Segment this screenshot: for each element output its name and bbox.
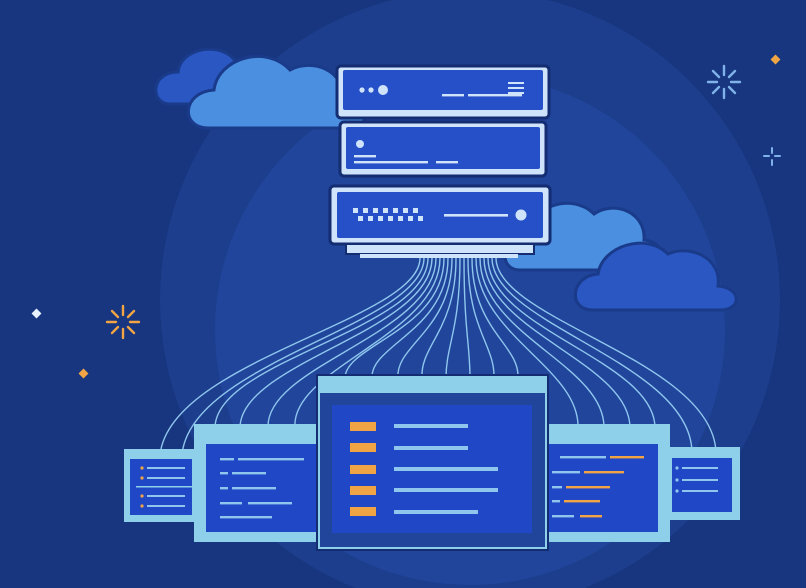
cloud-icon [154,47,367,130]
code-window-icon [666,447,740,520]
diamond-icon [770,54,781,65]
plus-sparkle-icon [763,147,781,166]
sparkle-icon [706,64,742,100]
diamond-icon [78,368,89,379]
diamond-icon [31,308,42,319]
code-window-icon [194,424,320,542]
code-window-icon [542,424,670,542]
code-window-icon [124,449,198,522]
code-window-icon [316,374,549,551]
cable-bundle [159,257,717,456]
server-rack-icon [328,64,552,258]
sparkle-icon [105,304,141,340]
